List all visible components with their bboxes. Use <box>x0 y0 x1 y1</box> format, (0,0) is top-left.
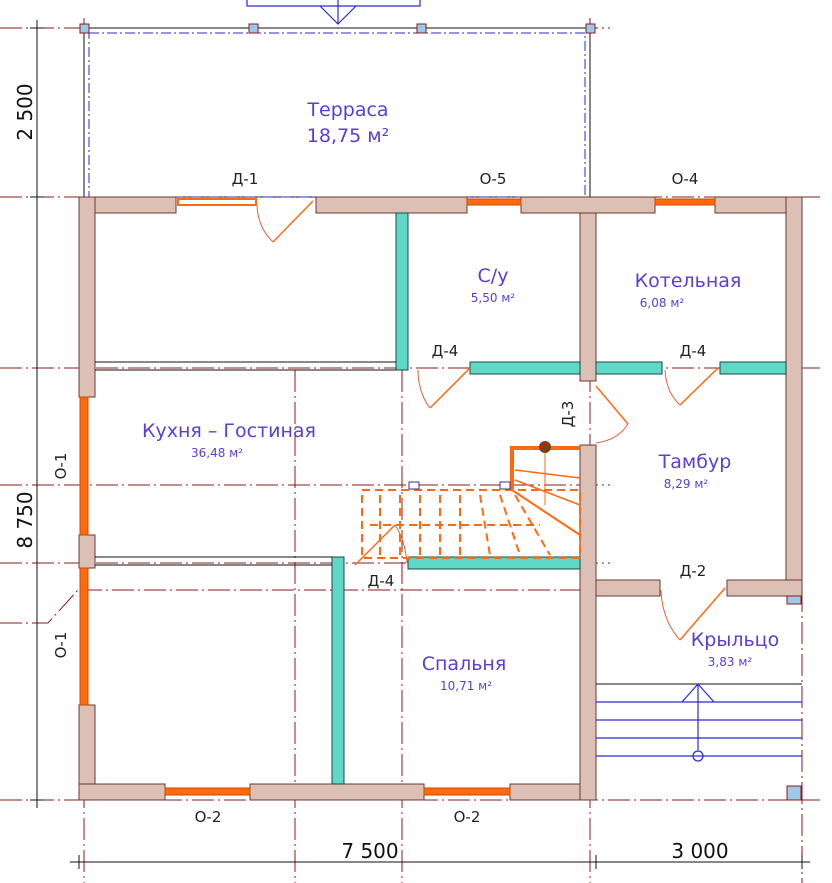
stair-start-marker <box>539 441 551 453</box>
mark-o1-lower: О-1 <box>52 632 70 659</box>
room-name-bathroom: С/у <box>478 265 509 287</box>
room-area-kitchen-living: 36,48 м² <box>191 446 243 460</box>
room-area-vestibule: 8,29 м² <box>664 477 709 491</box>
mark-d2: Д-2 <box>680 562 707 580</box>
room-name-porch: Крыльцо <box>691 629 779 651</box>
exterior-walls <box>78 196 803 801</box>
dimension-house-width: 7 500 <box>341 839 398 863</box>
mark-o4: О-4 <box>672 170 699 188</box>
room-area-terrace: 18,75 м² <box>307 125 389 147</box>
room-area-bathroom: 5,50 м² <box>471 291 516 305</box>
column <box>585 23 596 34</box>
room-area-porch: 3,83 м² <box>708 655 753 669</box>
room-name-vestibule: Тамбур <box>658 451 732 473</box>
porch-steps <box>596 683 802 762</box>
mark-d4-bathroom: Д-4 <box>432 342 459 360</box>
partitions <box>95 212 787 785</box>
mark-o2-left: О-2 <box>195 808 222 826</box>
windows <box>79 198 716 796</box>
mark-o2-right: О-2 <box>454 808 481 826</box>
staircase <box>361 441 581 559</box>
room-name-bedroom: Спальня <box>422 653 507 675</box>
mark-o1-upper: О-1 <box>52 453 70 480</box>
column <box>416 23 427 34</box>
mark-d4-bedroom: Д-4 <box>368 572 395 590</box>
room-name-terrace: Терраса <box>306 99 388 121</box>
mark-d4-boiler: Д-4 <box>680 342 707 360</box>
room-name-boiler: Котельная <box>635 270 742 292</box>
dimension-terrace-depth: 2 500 <box>13 83 37 140</box>
dimension-lines <box>30 20 810 869</box>
column <box>248 23 259 34</box>
mark-d3: Д-3 <box>559 401 577 428</box>
mark-o5: О-5 <box>480 170 507 188</box>
dimension-porch-width: 3 000 <box>671 839 728 863</box>
room-area-bedroom: 10,71 м² <box>440 679 492 693</box>
column <box>79 23 90 34</box>
doors <box>256 200 726 641</box>
room-name-kitchen-living: Кухня – Гостиная <box>142 420 316 442</box>
mark-d1: Д-1 <box>232 170 259 188</box>
dimension-house-depth: 8 750 <box>13 491 37 548</box>
room-area-boiler: 6,08 м² <box>640 296 685 310</box>
